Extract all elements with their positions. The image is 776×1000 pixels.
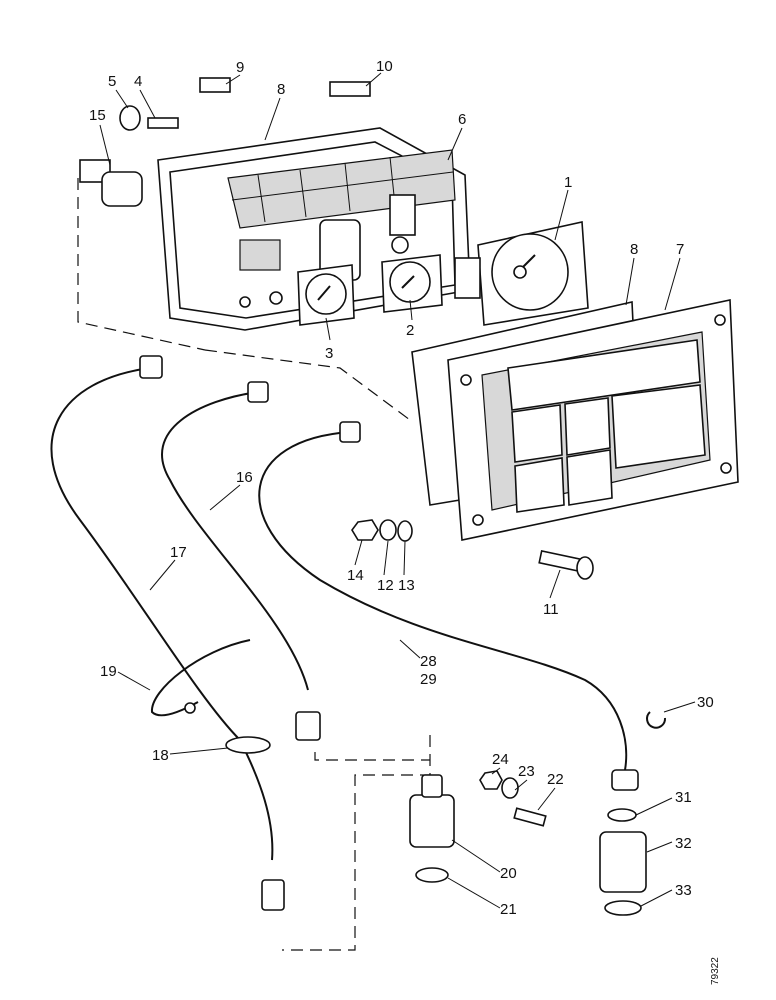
bezel-bolt [538,550,594,580]
grommet-and-clip [150,639,271,754]
callout-2: 2 [406,322,414,339]
fuel-gauge [381,254,443,313]
callout-19: 19 [100,663,117,680]
leader-lines [99,72,696,909]
callout-28: 28 [420,653,437,670]
figure-reference-number: 79322 [710,957,721,985]
callout-33: 33 [675,882,692,899]
nut-and-washers [351,519,413,542]
callout-23: 23 [518,763,535,780]
callout-32: 32 [675,835,692,852]
callout-18: 18 [152,747,169,764]
callout-numbers: 1 2 3 4 5 6 7 8 8 9 10 11 12 13 14 15 16… [89,58,714,918]
callout-24: 24 [492,751,509,768]
callout-3: 3 [325,345,333,362]
callout-14: 14 [347,567,364,584]
callout-4: 4 [134,73,142,90]
small-fittings [79,77,371,207]
speedometer-cables [50,355,639,911]
callout-8-housing: 8 [277,81,285,98]
callout-11: 11 [543,601,559,618]
callout-5: 5 [108,73,116,90]
callout-31: 31 [675,789,692,806]
instrument-bezel [411,299,739,541]
callout-6: 6 [458,111,466,128]
callout-1: 1 [564,174,572,191]
callout-10: 10 [376,58,393,75]
callout-7: 7 [676,241,684,258]
callout-15: 15 [89,107,106,124]
callout-20: 20 [500,865,517,882]
callout-22: 22 [547,771,564,788]
speedometer-gauge [454,221,589,326]
adapters-and-seals [409,711,667,916]
callout-30: 30 [697,694,714,711]
callout-13: 13 [398,577,415,594]
assembly-guide-lines [77,178,431,951]
callout-17: 17 [170,544,187,561]
callout-8-bezel: 8 [630,241,638,258]
callout-21: 21 [500,901,517,918]
callout-9: 9 [236,59,244,76]
callout-12: 12 [377,577,394,594]
callout-16: 16 [236,469,253,486]
callout-29: 29 [420,671,437,688]
temperature-gauge [297,264,355,326]
